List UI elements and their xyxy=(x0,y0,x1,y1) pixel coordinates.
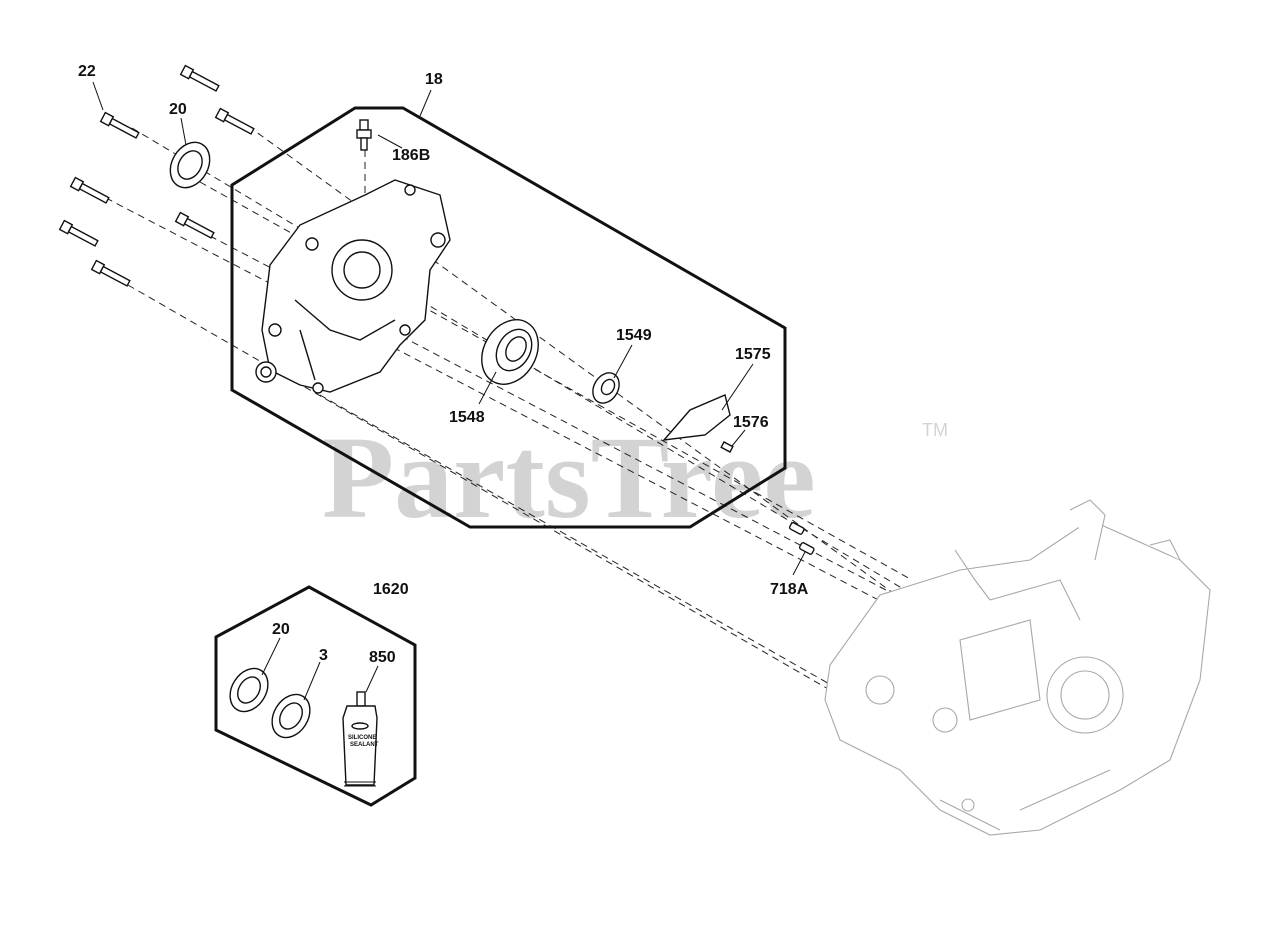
dowel-pins-718a[interactable] xyxy=(788,522,815,555)
engine-block-ghost xyxy=(824,499,1211,836)
callout-850[interactable]: 850 xyxy=(369,649,396,666)
bolt-6[interactable] xyxy=(58,219,99,248)
kit-seal-3[interactable] xyxy=(264,687,317,744)
callout-3[interactable]: 3 xyxy=(319,647,328,664)
callout-22[interactable]: 22 xyxy=(78,63,96,80)
kit-seal-20[interactable] xyxy=(222,661,275,718)
callout-1549[interactable]: 1549 xyxy=(616,327,652,344)
bolt-7[interactable] xyxy=(90,259,131,288)
bearing-1549[interactable] xyxy=(588,368,625,408)
assembly-frame-18 xyxy=(230,106,787,529)
watermark-text: PartsTree xyxy=(322,412,816,543)
bearing-1548[interactable] xyxy=(470,310,549,395)
screw-1576[interactable] xyxy=(720,441,734,453)
leader-lines xyxy=(92,81,806,701)
bolt-group[interactable] xyxy=(58,64,255,288)
callout-18[interactable]: 18 xyxy=(425,71,443,88)
callout-20-top[interactable]: 20 xyxy=(169,101,187,118)
watermark: PartsTree TM xyxy=(322,412,948,543)
callout-labels: 22 20 18 186B 1549 1575 1576 1548 718A 1… xyxy=(78,63,809,666)
callout-1575[interactable]: 1575 xyxy=(735,346,771,363)
crankcase-cover[interactable] xyxy=(255,179,451,394)
silicone-sealant-tube[interactable]: SILICONE SEALANT xyxy=(342,691,379,787)
bolt-4[interactable] xyxy=(69,176,110,205)
watermark-trademark: TM xyxy=(922,420,948,440)
plate-1575[interactable] xyxy=(662,394,731,441)
bolt-5[interactable] xyxy=(174,211,215,240)
gasket-kit-frame-1620 xyxy=(214,585,417,807)
callout-718a[interactable]: 718A xyxy=(770,581,809,598)
callout-1576[interactable]: 1576 xyxy=(733,414,769,431)
callout-1620[interactable]: 1620 xyxy=(373,581,409,598)
callout-186b[interactable]: 186B xyxy=(392,147,430,164)
bolt-3[interactable] xyxy=(214,107,255,136)
bolt-2[interactable] xyxy=(99,111,140,140)
explosion-lines xyxy=(105,125,913,691)
callout-20-kit[interactable]: 20 xyxy=(272,621,290,638)
tube-label-line2: SEALANT xyxy=(350,742,379,748)
tube-label-line1: SILICONE xyxy=(348,735,376,741)
oil-seal-20[interactable] xyxy=(162,135,217,195)
plug-186b[interactable] xyxy=(356,119,372,151)
bolt-1[interactable] xyxy=(179,64,220,93)
callout-1548[interactable]: 1548 xyxy=(449,409,485,426)
